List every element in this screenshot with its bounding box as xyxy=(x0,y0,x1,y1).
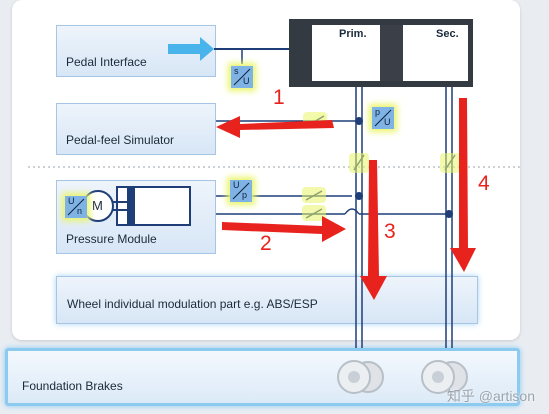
pressure-piston xyxy=(127,187,135,225)
primary-chamber-label: Prim. xyxy=(339,28,367,40)
pressure-module-label: Pressure Module xyxy=(66,232,157,246)
sensor-bottom: p xyxy=(242,190,248,200)
junction-dot xyxy=(445,210,453,218)
flow-number-1: 1 xyxy=(273,86,285,109)
junction-dot xyxy=(355,117,363,125)
wheel-modulation-label: Wheel individual modulation part e.g. AB… xyxy=(67,297,318,311)
pedal-input-arrow xyxy=(168,37,214,61)
stroke-sensor: s U xyxy=(231,66,253,88)
brake-disc-hub xyxy=(432,371,444,383)
flow-arrow-1 xyxy=(216,116,334,138)
valve-highlight xyxy=(302,187,326,203)
secondary-chamber xyxy=(403,25,468,81)
sensor-bottom: n xyxy=(77,206,83,216)
sensor-top: s xyxy=(234,66,239,76)
line-crossover xyxy=(344,208,360,215)
primary-chamber xyxy=(312,25,380,81)
flow-number-3: 3 xyxy=(384,220,396,243)
pressure-sensor-simulator: p U xyxy=(372,107,394,129)
foundation-brakes-label: Foundation Brakes xyxy=(22,379,123,393)
pedal-feel-simulator-label: Pedal-feel Simulator xyxy=(66,133,175,147)
flow-number-4: 4 xyxy=(478,172,490,195)
flow-arrow-4 xyxy=(450,98,476,272)
secondary-chamber-label: Sec. xyxy=(436,28,459,40)
valve-highlight xyxy=(349,153,369,173)
valve-highlight xyxy=(440,153,460,173)
sensor-bottom: U xyxy=(243,76,250,86)
piston-separator xyxy=(380,25,403,81)
pressure-sensor-module: U p xyxy=(230,180,252,202)
watermark: 知乎 @artison xyxy=(446,388,535,404)
brake-disc-prim xyxy=(337,360,384,394)
flow-arrow-3 xyxy=(360,160,387,300)
motor-label: M xyxy=(92,198,103,213)
wheel-modulation-box: Wheel individual modulation part e.g. AB… xyxy=(56,276,478,324)
valve-highlight xyxy=(302,205,326,221)
brake-disc-hub xyxy=(348,371,360,383)
pedal-feel-simulator-box: Pedal-feel Simulator xyxy=(56,103,216,155)
sensor-top: U xyxy=(68,196,75,206)
pedal-interface-label: Pedal Interface xyxy=(66,55,147,69)
sensor-bottom: U xyxy=(384,117,391,127)
motor-speed-sensor: U n xyxy=(65,196,87,218)
sensor-top: p xyxy=(375,107,381,117)
brake-disc-sec xyxy=(421,360,468,394)
junction-dot xyxy=(355,192,363,200)
flow-arrow-2 xyxy=(222,216,346,242)
flow-number-2: 2 xyxy=(260,232,272,255)
sensor-top: U xyxy=(233,180,240,190)
